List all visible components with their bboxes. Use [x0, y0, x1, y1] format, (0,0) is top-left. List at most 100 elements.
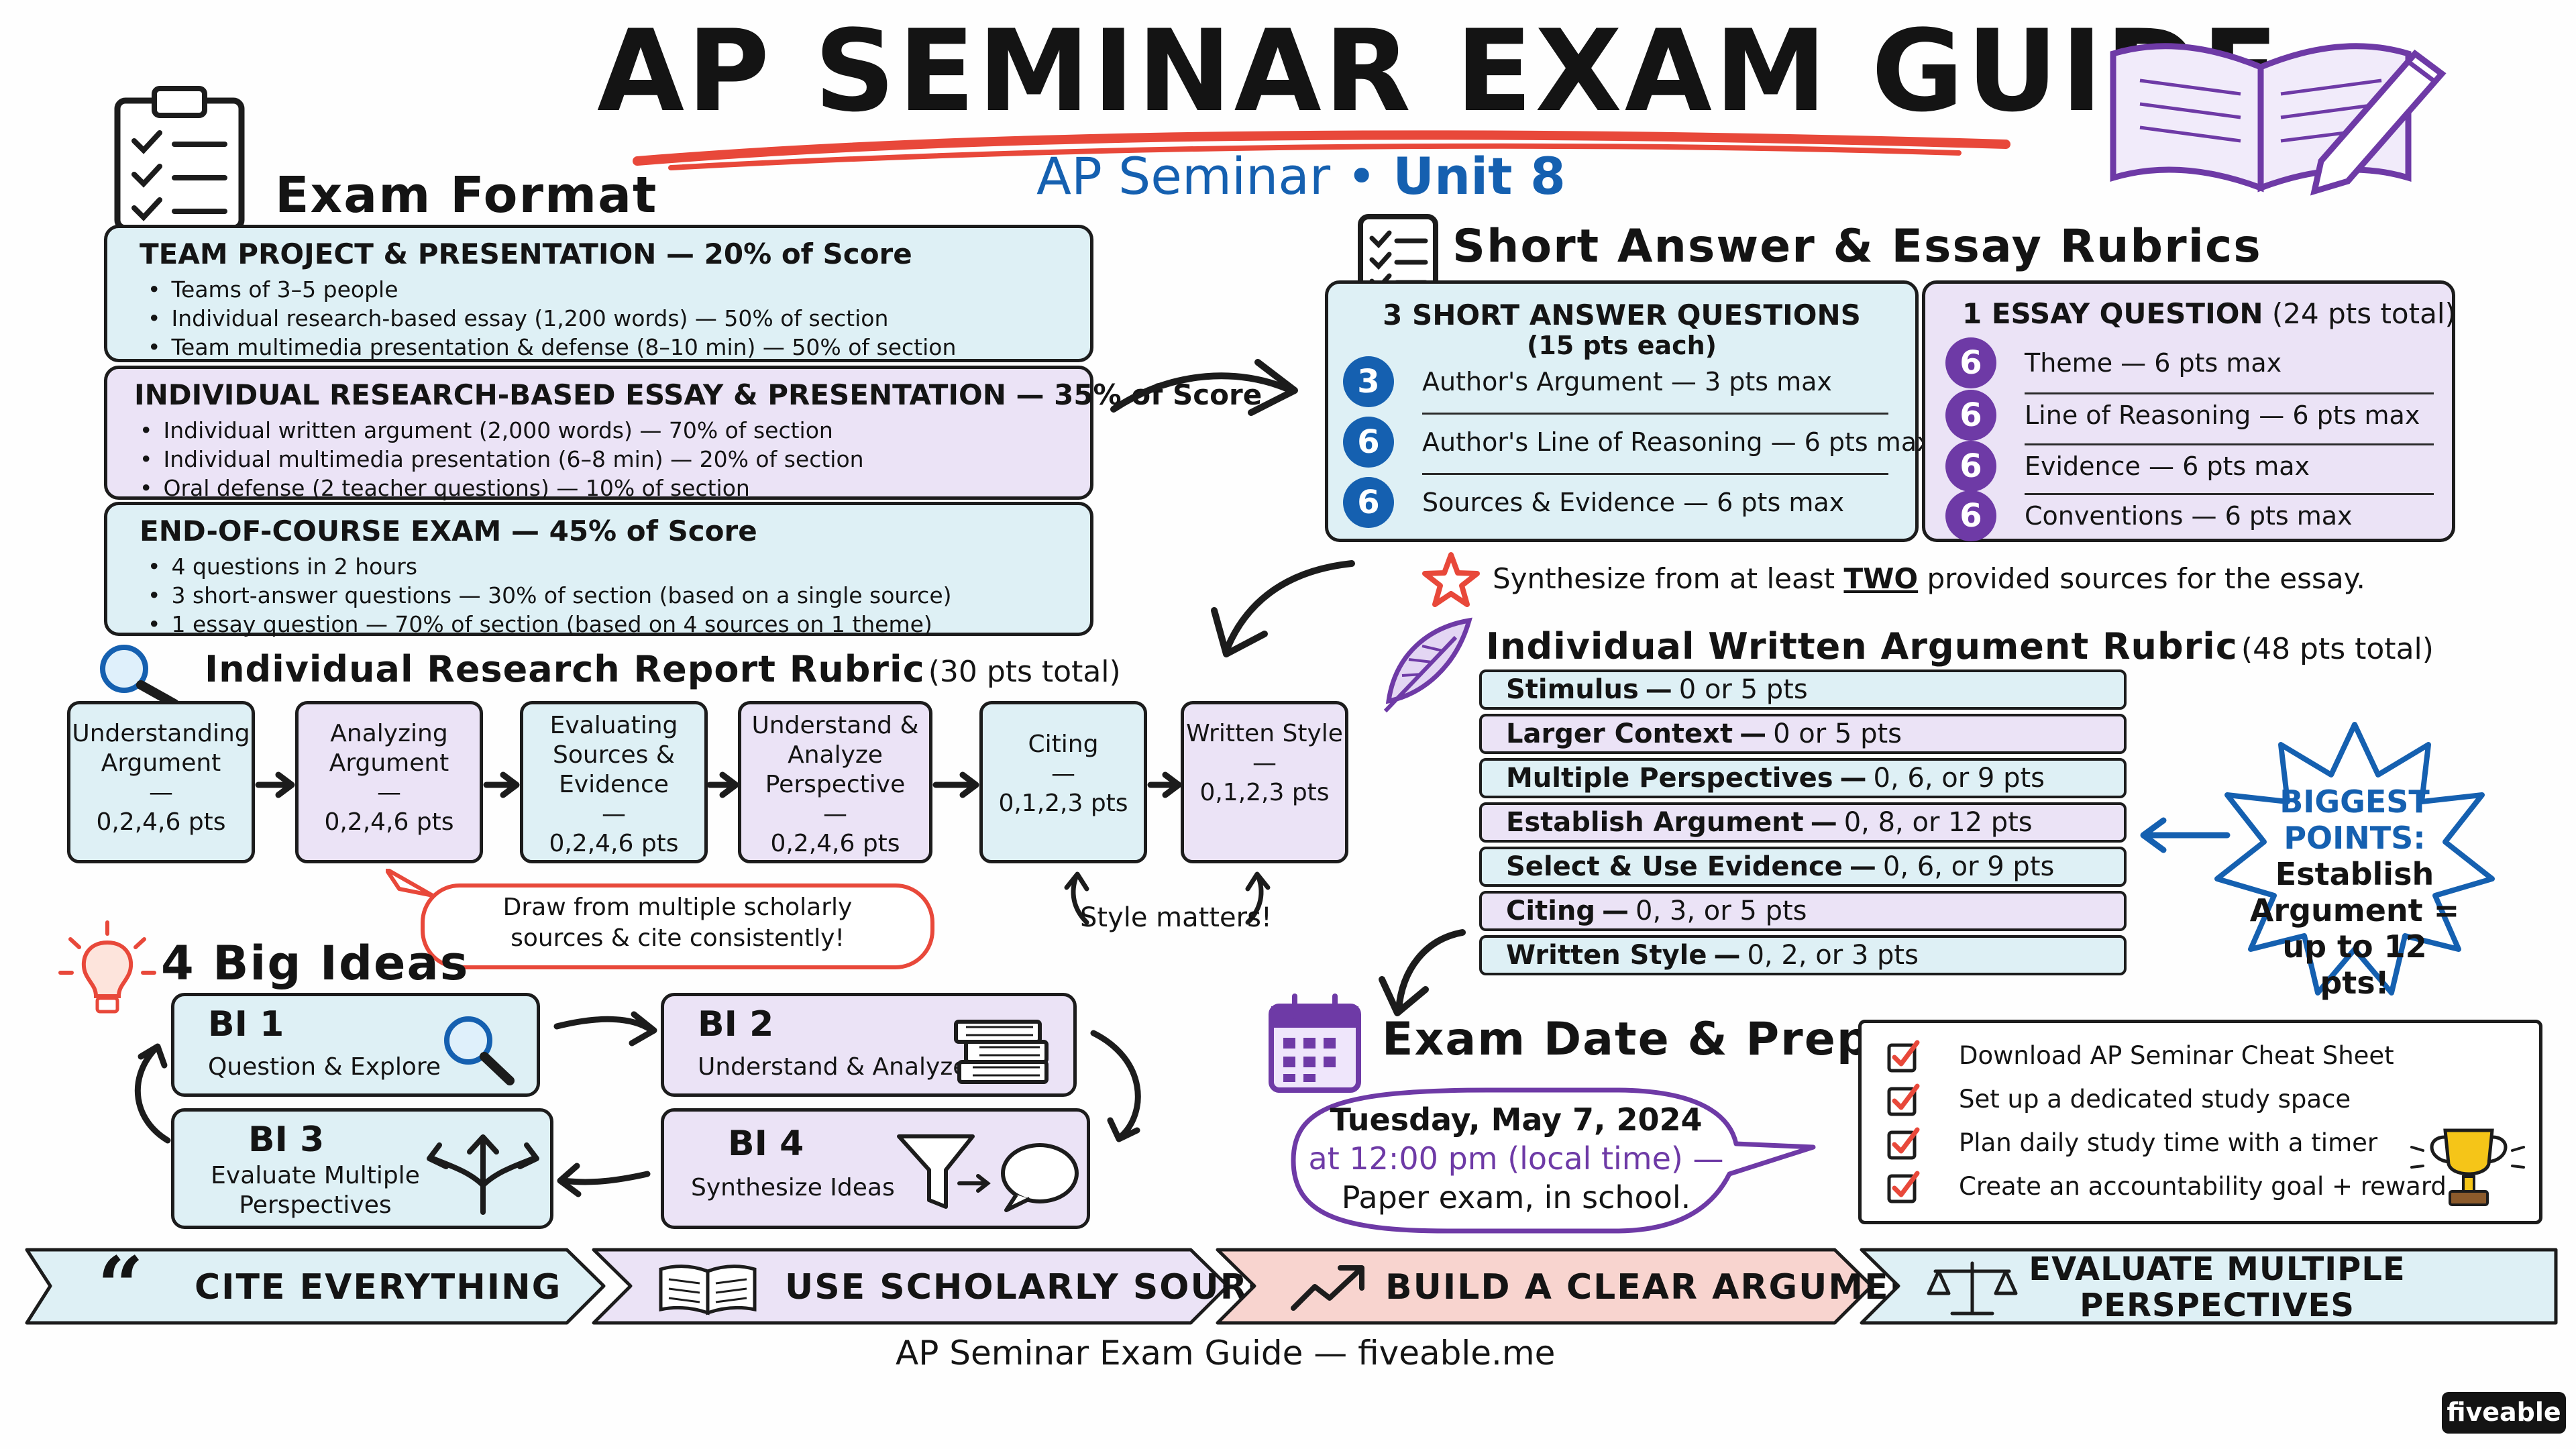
subtitle-unit: Unit 8 [1393, 146, 1566, 206]
short-answer-heading: 3 SHORT ANSWER QUESTIONS [1383, 299, 1861, 331]
report-criterion-written-style: Written Style — 0,1,2,3 pts [1181, 701, 1348, 863]
subtitle-course: AP Seminar [1036, 146, 1331, 206]
wa-row-citing: Citing—0, 3, or 5 pts [1479, 891, 2127, 931]
criterion-label: Evaluating Sources & Evidence [549, 712, 678, 798]
feather-quill-icon [1383, 617, 1472, 713]
big-idea-card-bi3: BI 3 Evaluate Multiple Perspectives [171, 1108, 553, 1229]
banner-label-line: PERSPECTIVES [2080, 1287, 2355, 1324]
criterion-points: 0,2,4,6 pts [770, 830, 900, 857]
wa-row-label: Establish Argument [1506, 807, 1804, 838]
big-idea-card-bi1: BI 1 Question & Explore [171, 993, 540, 1097]
wa-row-points: 0, 6, or 9 pts [1882, 851, 2055, 882]
arrow-down-left-icon [1211, 560, 1355, 657]
criterion-dash: — [149, 779, 173, 806]
list-item: Team multimedia presentation & defense (… [148, 333, 956, 362]
essay-item: Theme — 6 pts max [2025, 348, 2282, 378]
written-argument-title-pts: (48 pts total) [2241, 632, 2434, 666]
book-stack-icon [954, 1020, 1049, 1084]
scales-icon [1927, 1261, 2018, 1316]
criterion-points: 0,1,2,3 pts [1199, 779, 1330, 806]
banner-cite-everything: “ CITE EVERYTHING [23, 1239, 610, 1334]
big-ideas-cycle-arrows [134, 1011, 1141, 1197]
big-idea-label: Question & Explore [208, 1053, 441, 1081]
biggest-line: Argument = [2249, 892, 2460, 928]
title-underline [633, 130, 2010, 170]
essay-item: Line of Reasoning — 6 pts max [2025, 400, 2420, 430]
synthesize-note-emphasis: TWO [1843, 562, 1919, 595]
list-item: Oral defense (2 teacher questions) — 10%… [140, 474, 864, 502]
criterion-label: Analyzing Argument [329, 720, 449, 777]
prep-tip: Plan daily study time with a timer [1959, 1128, 2378, 1157]
criterion-label: Written Style [1186, 720, 1343, 747]
short-answer-item: Author's Line of Reasoning — 6 pts max [1422, 427, 1932, 457]
wa-row-points: 0, 6, or 9 pts [1873, 763, 2045, 794]
points-badge: 3 [1343, 356, 1394, 407]
list-item: Individual multimedia presentation (6–8 … [140, 445, 863, 474]
biggest-line: Establish [2275, 856, 2434, 892]
list-item: 4 questions in 2 hours [148, 552, 952, 581]
wa-row-select-evidence: Select & Use Evidence—0, 6, or 9 pts [1479, 847, 2127, 887]
magnifier-icon [100, 645, 179, 708]
criteria-flow-arrows [255, 771, 1182, 798]
footer-credit: AP Seminar Exam Guide — fiveable.me [896, 1334, 1556, 1373]
criterion-points: 0,2,4,6 pts [96, 808, 226, 836]
report-criterion-understand-analyze-perspective: Understand & Analyze Perspective — 0,2,4… [738, 701, 932, 863]
list-item: 3 short-answer questions — 30% of sectio… [148, 581, 951, 610]
wa-row-label: Larger Context [1506, 718, 1733, 749]
research-report-title: Individual Research Report Rubric (30 pt… [205, 648, 1121, 690]
trophy-icon [2410, 1128, 2525, 1206]
big-ideas-title: 4 Big Ideas [161, 936, 470, 991]
exam-format-title: Exam Format [275, 166, 658, 224]
criterion-dash: — [823, 800, 847, 828]
open-book-pencil-icon [2110, 43, 2447, 196]
essay-item: Evidence — 6 pts max [2025, 451, 2310, 481]
wa-row-label: Stimulus [1506, 674, 1639, 705]
short-answer-item: Sources & Evidence — 6 pts max [1422, 488, 1845, 517]
criterion-label: Understanding Argument [72, 720, 250, 777]
exam-location: Paper exam, in school. [1341, 1179, 1691, 1216]
banner-label: CITE EVERYTHING [195, 1267, 562, 1307]
prep-tip: Create an accountability goal + reward [1959, 1172, 2447, 1201]
report-criterion-citing: Citing — 0,1,2,3 pts [979, 701, 1147, 863]
criterion-dash: — [1252, 749, 1277, 777]
format-card-end-of-course: END-OF-COURSE EXAM — 45% of Score 4 ques… [104, 502, 1093, 637]
points-badge: 6 [1945, 441, 1996, 492]
big-idea-id: BI 4 [728, 1124, 804, 1164]
big-idea-id: BI 2 [698, 1004, 774, 1044]
checklist-icon [1358, 214, 1438, 296]
exam-time: at 12:00 pm (local time) — [1308, 1140, 1724, 1177]
style-matters-note: Style matters! [1080, 902, 1272, 933]
banner-label: BUILD A CLEAR ARGUMENT [1385, 1267, 1945, 1307]
wa-row-label: Multiple Perspectives [1506, 763, 1833, 794]
criterion-label: Citing [1028, 731, 1099, 758]
banner-label: USE SCHOLARLY SOURCES [785, 1267, 1327, 1307]
list-item: Individual written argument (2,000 words… [140, 416, 864, 445]
format-card-bullets: Teams of 3–5 people Individual research-… [148, 275, 956, 362]
big-idea-label: Synthesize Ideas [691, 1174, 895, 1201]
big-idea-id: BI 1 [208, 1004, 284, 1044]
banner-build-clear-argument: BUILD A CLEAR ARGUMENT [1214, 1244, 1944, 1328]
big-idea-label: Understand & Analyze [698, 1053, 968, 1081]
biggest-line: up to 12 pts! [2282, 928, 2427, 1001]
written-argument-title: Individual Written Argument Rubric (48 p… [1486, 625, 2434, 667]
biggest-points-callout: BIGGEST POINTS: Establish Argument = up … [2247, 784, 2462, 1001]
banner-label: EVALUATE MULTIPLE PERSPECTIVES [2026, 1251, 2408, 1324]
wa-row-larger-context: Larger Context—0 or 5 pts [1479, 714, 2127, 754]
essay-item: Conventions — 6 pts max [2025, 501, 2353, 531]
arrow-down-left-icon [1379, 929, 1466, 1016]
format-card-bullets: Individual written argument (2,000 words… [140, 416, 864, 502]
arrow-left-icon [2140, 817, 2231, 853]
big-idea-label: Evaluate Multiple Perspectives [211, 1162, 420, 1219]
biggest-line: BIGGEST [2279, 784, 2430, 820]
wa-row-establish-argument: Establish Argument—0, 8, or 12 pts [1479, 802, 2127, 843]
funnel-speech-icon [897, 1134, 1079, 1212]
banner-evaluate-perspectives: EVALUATE MULTIPLE PERSPECTIVES [1858, 1244, 2563, 1328]
criterion-label: Understand & Analyze Perspective [751, 712, 919, 798]
banner-use-scholarly-sources: USE SCHOLARLY SOURCES [590, 1244, 1326, 1328]
prep-tips-card [1858, 1020, 2542, 1224]
list-item: Individual research-based essay (1,200 w… [148, 304, 956, 333]
diverging-arrows-icon [427, 1134, 539, 1215]
magnifier-icon [444, 1016, 515, 1085]
arrow-right-icon [1110, 359, 1298, 416]
essay-heading-label: 1 ESSAY QUESTION [1962, 297, 2263, 330]
